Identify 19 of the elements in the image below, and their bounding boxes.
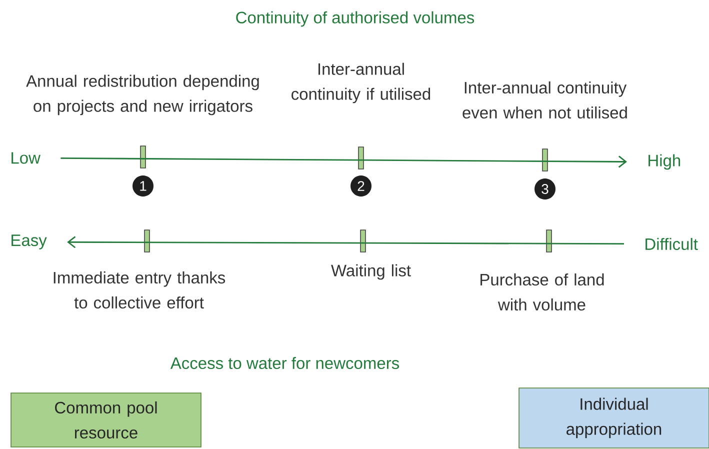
callout-number: 3 [534, 178, 556, 200]
description-text: Purchase of land with volume [480, 273, 604, 311]
section-heading: Continuity of authorised volumes [236, 11, 474, 27]
description-text: Immediate entry thanks to collective effort [54, 271, 226, 309]
axis-arrow [60, 156, 627, 168]
description-text: Inter-annual continuity even when not utilised [462, 81, 627, 119]
description-text: Waiting list [331, 264, 411, 280]
callout-number: 2 [350, 176, 372, 196]
section-heading: Access to water for newcomers [170, 356, 399, 370]
axis-end-label: Difficult [646, 238, 698, 250]
axis-end-label: Low [12, 152, 40, 164]
axis-end-label: High [648, 154, 680, 170]
axis-end-label: Easy [12, 234, 47, 250]
description-text: Annual redistribution depending on projects and new irrigators [26, 74, 259, 116]
description-text: Inter-annual continuity if utilised [292, 62, 430, 104]
axis-arrow [67, 236, 624, 248]
category-box: Common pool resource [10, 392, 202, 448]
callout-number: 1 [132, 176, 154, 196]
category-box: Individual appropriation [518, 388, 709, 448]
